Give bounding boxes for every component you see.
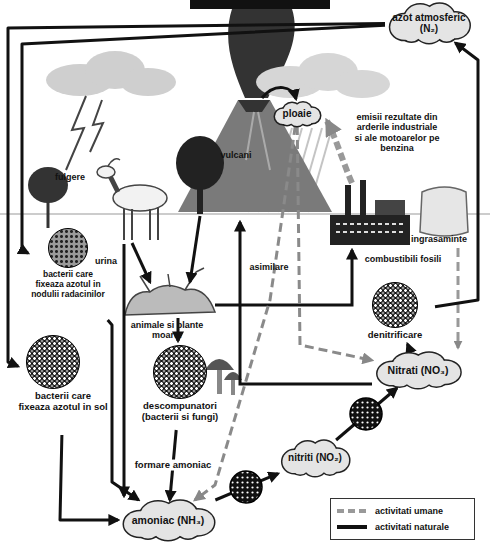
lightning-bolt bbox=[66, 96, 86, 170]
legend-box: activitati umane activitati naturale bbox=[330, 498, 475, 540]
lightning-bolt bbox=[90, 100, 103, 152]
factory-base bbox=[330, 215, 410, 245]
bacteria-node: bacterii care fixeaza azotul in sol bbox=[18, 335, 108, 435]
node-text: bacterii care fixeaza azotul in nodulii … bbox=[28, 270, 108, 299]
legend-line bbox=[337, 525, 367, 529]
circle-caption: bacterii care fixeaza azotul in nodulii … bbox=[28, 270, 108, 299]
annotation-label: emisii rezultate din arderile industrial… bbox=[352, 112, 442, 153]
node-text: denitrificare bbox=[355, 330, 435, 341]
node-text: azot atmosferic (N₂) bbox=[389, 12, 469, 35]
nitrifying-bacteria bbox=[350, 398, 382, 430]
cloud-text: ploaie bbox=[276, 102, 318, 126]
mushroom-stem bbox=[231, 378, 235, 395]
cloud-text: amoniac (NH₃) bbox=[122, 500, 214, 540]
node-text: ploaie bbox=[283, 108, 312, 120]
cloud-node: ploaie bbox=[272, 102, 322, 126]
cycle-arrow bbox=[435, 43, 478, 307]
legend-line-sample bbox=[337, 507, 367, 515]
mushroom-stem bbox=[217, 368, 222, 394]
annotation-label: fulgere bbox=[50, 172, 90, 182]
cloud-node: amoniac (NH₃) bbox=[118, 500, 218, 540]
bacteria-circle bbox=[372, 282, 418, 328]
volcano-crater bbox=[238, 100, 270, 112]
legend-line bbox=[337, 509, 367, 513]
annotation-label: vulcani bbox=[214, 150, 258, 160]
death-arrow bbox=[132, 243, 150, 282]
node-text: Nitrati (NO₃) bbox=[388, 364, 449, 376]
cycle-arrow bbox=[297, 126, 372, 360]
goat-neck bbox=[110, 176, 118, 192]
legend-row: activitati umane bbox=[337, 503, 468, 519]
cycle-arrow bbox=[408, 344, 411, 352]
death-arrow bbox=[190, 216, 200, 282]
legend-line-sample bbox=[337, 523, 367, 531]
ground-line bbox=[0, 214, 490, 215]
cycle-arrow bbox=[215, 474, 278, 500]
node-text: nitriti (NO₂) bbox=[288, 452, 342, 464]
cycle-arrow bbox=[195, 126, 295, 500]
node-text: bacterii care fixeaza azotul in sol bbox=[18, 391, 108, 413]
cloud-puff bbox=[401, 22, 422, 41]
tree-crown bbox=[176, 136, 224, 190]
cloud-puff bbox=[436, 22, 457, 41]
cloud-text: Nitrati (NO₃) bbox=[376, 352, 460, 388]
tree-trunk bbox=[197, 188, 203, 214]
factory-hall bbox=[375, 200, 405, 215]
factory-chimney bbox=[345, 185, 351, 215]
fertilizer-bag bbox=[420, 187, 468, 236]
industrial-emission-arrow bbox=[327, 121, 352, 183]
cloud bbox=[334, 70, 390, 98]
cloud-text: azot atmosferic (N₂) bbox=[389, 3, 469, 43]
bacteria-circle bbox=[26, 335, 80, 389]
bacteria-node: bacterii care fixeaza azotul in nodulii … bbox=[28, 228, 108, 320]
volcano-emission-arrow bbox=[262, 88, 296, 99]
cycle-arrow bbox=[8, 24, 385, 367]
annotation-label: combustibili fosili bbox=[356, 254, 450, 264]
annotation-label: animale si plante moarte bbox=[126, 320, 208, 341]
bacteria-circle bbox=[48, 228, 88, 268]
legend-row: activitati naturale bbox=[337, 519, 468, 535]
goat-head bbox=[97, 166, 115, 178]
bacteria-node: denitrificare bbox=[355, 282, 435, 344]
cycle-arrow bbox=[22, 25, 385, 253]
cycle-arrow bbox=[60, 435, 118, 520]
cloud-node: Nitrati (NO₃) bbox=[372, 352, 464, 388]
cloud-node: azot atmosferic (N₂) bbox=[385, 3, 473, 43]
urine-arrow bbox=[123, 244, 126, 496]
mushroom-cap bbox=[205, 359, 234, 370]
circle-caption: bacterii care fixeaza azotul in sol bbox=[18, 391, 108, 413]
plant-stem bbox=[47, 200, 50, 228]
edge-label: formare amoniac bbox=[133, 460, 214, 471]
node-text: descompunatori (bacterii si fungi) bbox=[132, 401, 228, 423]
nitrifying-bacteria bbox=[230, 471, 262, 503]
annotation-label: asimilare bbox=[244, 262, 294, 272]
goat-legs bbox=[124, 207, 158, 240]
circle-caption: descompunatori (bacterii si fungi) bbox=[132, 401, 228, 423]
cloud-puff bbox=[401, 22, 422, 41]
smoke-band bbox=[190, 0, 330, 9]
goat-horn bbox=[108, 159, 120, 166]
cloud-puff bbox=[436, 22, 457, 41]
node-text: amoniac (NH₃) bbox=[132, 514, 205, 526]
cloud-node: nitriti (NO₂) bbox=[278, 440, 352, 476]
dead-matter-heap bbox=[125, 285, 215, 315]
bacteria-node: descompunatori (bacterii si fungi) bbox=[132, 345, 228, 430]
cloud-text: nitriti (NO₂) bbox=[282, 440, 348, 476]
fertilizer-arrow bbox=[457, 248, 460, 348]
cycle-arrow bbox=[108, 320, 139, 500]
cloud bbox=[120, 68, 176, 96]
lava-streak bbox=[246, 112, 270, 170]
bacteria-circle bbox=[153, 345, 207, 399]
legend-text: activitati naturale bbox=[375, 522, 449, 532]
factory-windows bbox=[336, 224, 406, 232]
circle-caption: denitrificare bbox=[355, 330, 435, 341]
annotation-label: ingrasaminte bbox=[406, 234, 472, 244]
fossil-fuel-arrow bbox=[215, 250, 352, 305]
legend-text: activitati umane bbox=[375, 506, 443, 516]
cycle-arrow bbox=[336, 388, 397, 440]
annotation-label: urina bbox=[92, 256, 120, 266]
factory-chimney bbox=[360, 180, 366, 215]
